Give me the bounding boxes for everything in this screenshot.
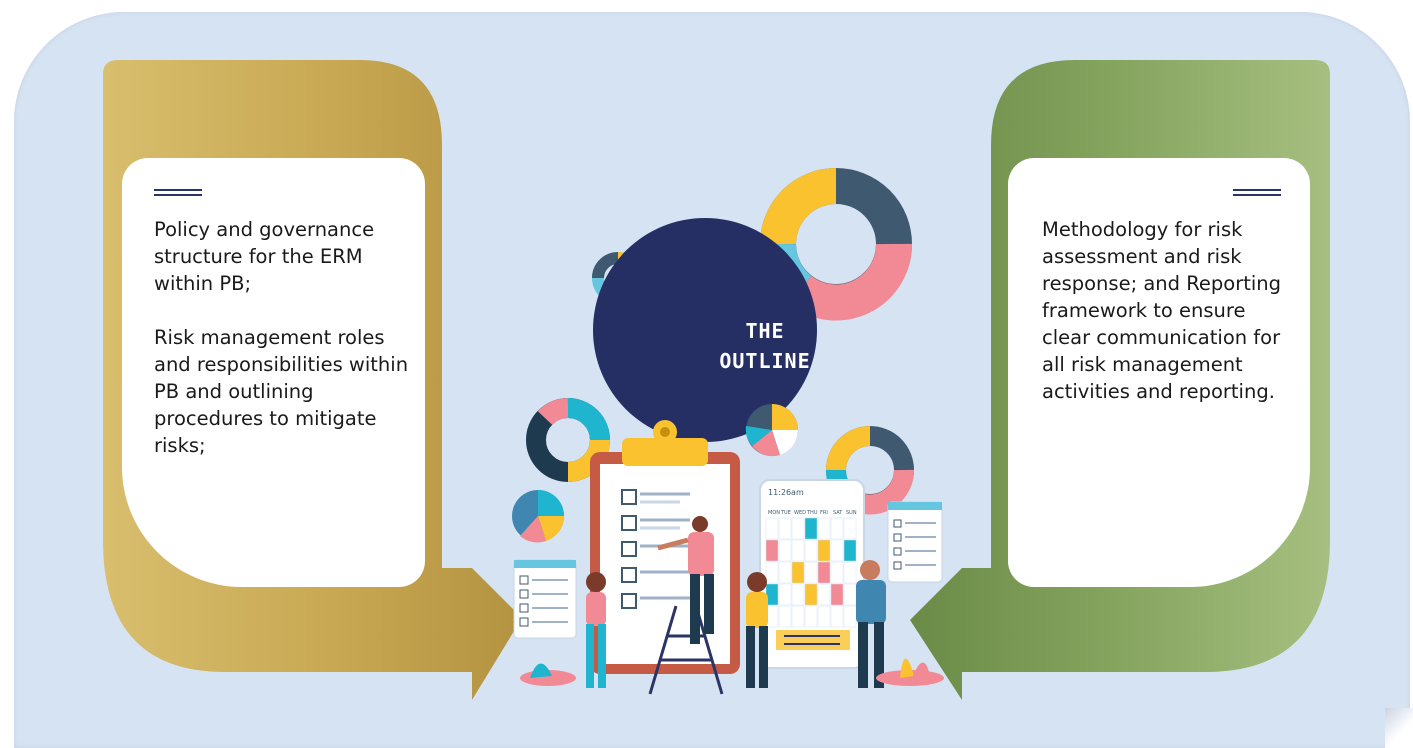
calendar-cell bbox=[830, 561, 844, 584]
calendar-cell bbox=[830, 583, 844, 606]
left-card-rule bbox=[154, 189, 202, 196]
calendar-cell bbox=[830, 605, 844, 628]
plant-left-icon bbox=[520, 663, 576, 686]
phone-day-label: SAT bbox=[833, 510, 843, 516]
calendar-cell bbox=[817, 517, 831, 540]
phone-day-label: SUN bbox=[846, 510, 857, 516]
man-right-icon bbox=[856, 560, 886, 688]
outline-badge-circle bbox=[593, 218, 817, 442]
right-card-paragraph: Methodology for risk assessment and risk… bbox=[1042, 218, 1282, 403]
badge-line-1: THE bbox=[745, 319, 785, 343]
calendar-cell bbox=[843, 561, 857, 584]
left-card-text: Policy and governance structure for the … bbox=[154, 216, 416, 459]
calendar-cell bbox=[804, 539, 818, 562]
pie-chart-small-icon bbox=[512, 490, 565, 543]
calendar-cell bbox=[765, 517, 779, 540]
calendar-cell bbox=[817, 561, 831, 584]
calendar-cell bbox=[804, 517, 818, 540]
ladder-person-icon bbox=[648, 516, 724, 695]
calendar-cell bbox=[843, 517, 857, 540]
checklist-card-left-icon bbox=[513, 559, 577, 639]
phone-time: 11:26am bbox=[768, 488, 804, 497]
calendar-cell bbox=[765, 561, 779, 584]
calendar-cell bbox=[791, 561, 805, 584]
woman-center-icon bbox=[746, 572, 768, 688]
calendar-cell bbox=[778, 517, 792, 540]
pie-chart-icon bbox=[745, 404, 799, 457]
left-card-item-roles: Risk management roles and responsibiliti… bbox=[154, 326, 409, 457]
calendar-cell bbox=[804, 583, 818, 606]
plant-right-icon bbox=[876, 658, 944, 686]
calendar-cell bbox=[778, 605, 792, 628]
page-curl bbox=[1385, 708, 1413, 748]
phone-day-label: TUE bbox=[780, 510, 791, 516]
phone-day-label: THU bbox=[806, 510, 818, 516]
calendar-cell bbox=[804, 561, 818, 584]
checklist-card-right-icon bbox=[887, 501, 943, 583]
calendar-cell bbox=[791, 583, 805, 606]
right-card-text: Methodology for risk assessment and risk… bbox=[1042, 216, 1290, 405]
calendar-cell bbox=[830, 539, 844, 562]
calendar-cell bbox=[843, 539, 857, 562]
calendar-cell bbox=[791, 605, 805, 628]
calendar-cell bbox=[791, 517, 805, 540]
calendar-cell bbox=[778, 539, 792, 562]
phone-day-label: WED bbox=[794, 510, 806, 516]
calendar-cell bbox=[791, 539, 805, 562]
calendar-cell bbox=[817, 605, 831, 628]
left-content-card bbox=[122, 158, 425, 587]
calendar-cell bbox=[778, 561, 792, 584]
phone-day-label: MON bbox=[768, 510, 780, 516]
outline-badge: THE OUTLINE bbox=[695, 316, 835, 376]
calendar-cell bbox=[830, 517, 844, 540]
badge-line-2: OUTLINE bbox=[719, 349, 811, 373]
calendar-cell bbox=[778, 583, 792, 606]
phone-day-label: FRI bbox=[820, 510, 828, 516]
calendar-cell bbox=[817, 583, 831, 606]
calendar-cell bbox=[843, 583, 857, 606]
calendar-cell bbox=[817, 539, 831, 562]
calendar-cell bbox=[765, 539, 779, 562]
calendar-cell bbox=[843, 605, 857, 628]
right-card-rule bbox=[1233, 189, 1281, 196]
calendar-cell bbox=[804, 605, 818, 628]
left-card-item-policy: Policy and governance structure for the … bbox=[154, 218, 375, 295]
woman-left-icon bbox=[586, 572, 606, 688]
right-content-card bbox=[1008, 158, 1310, 587]
